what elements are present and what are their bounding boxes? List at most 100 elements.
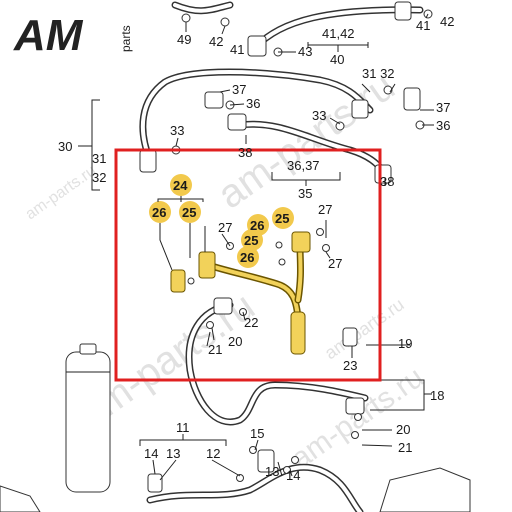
callout-26: 26: [240, 250, 254, 265]
bolt: [249, 446, 257, 454]
callout-31-32: 31 32: [362, 66, 395, 81]
callout-25: 25: [182, 205, 196, 220]
callout-26: 26: [250, 218, 264, 233]
callout-14: 14: [286, 468, 300, 483]
logo-letters: AM: [13, 11, 84, 60]
callout-41: 41: [416, 18, 430, 33]
engine-block-fragment: [0, 467, 471, 512]
upper-fittings: [139, 1, 433, 184]
callout-26: 26: [152, 205, 166, 220]
watermark-text: am-parts.ru: [321, 294, 408, 363]
hose-fitting: [213, 297, 233, 315]
callout-38: 38: [238, 145, 252, 160]
hose-fitting: [139, 149, 157, 173]
highlight-badges: [149, 174, 294, 271]
hose-fitting: [247, 35, 267, 57]
bolt: [335, 121, 345, 131]
callout-27: 27: [328, 256, 342, 271]
badge-25b: [272, 207, 294, 229]
badge-25c: [241, 229, 263, 251]
watermark-text: am-parts.ru: [23, 162, 100, 223]
badge-25a: [179, 201, 201, 223]
callout-labels: 49 42 41 43 41,42 40 41 42 37 36 31 32 3…: [58, 14, 454, 483]
callout-19: 19: [398, 336, 412, 351]
callout-18: 18: [430, 388, 444, 403]
am-parts-logo: AM parts: [13, 11, 133, 60]
callout-36-37: 36,37: [287, 158, 320, 173]
hose-fitting: [345, 397, 365, 415]
callout-31: 31: [92, 151, 106, 166]
badge-26a: [149, 201, 171, 223]
badge-26c: [237, 246, 259, 268]
callout-14: 14: [144, 446, 158, 461]
bolt: [181, 13, 191, 23]
receiver-drier-cap: [79, 343, 97, 355]
callout-13: 13: [166, 446, 180, 461]
leader-lines: [78, 13, 434, 481]
lower-hoses: [146, 301, 369, 512]
callout-43: 43: [298, 44, 312, 59]
logo-sub: parts: [119, 25, 133, 52]
pipe-flange: [291, 231, 311, 253]
callout-37: 37: [232, 82, 246, 97]
lower-fittings: [147, 297, 365, 493]
callout-20: 20: [396, 422, 410, 437]
badge-24: [170, 174, 192, 196]
bolt: [291, 456, 299, 464]
hose-fitting: [204, 91, 224, 109]
callout-37: 37: [436, 100, 450, 115]
hose-fitting: [394, 1, 412, 21]
callout-35: 35: [298, 186, 312, 201]
receiver-drier: [65, 343, 111, 493]
o-ring: [275, 241, 283, 249]
callout-33: 33: [312, 108, 326, 123]
callout-36: 36: [436, 118, 450, 133]
hose-fitting: [403, 87, 421, 111]
callout-15: 15: [250, 426, 264, 441]
o-ring: [278, 258, 286, 266]
callout-25: 25: [244, 233, 258, 248]
callout-13: 13: [265, 464, 279, 479]
bolt: [316, 228, 324, 236]
callout-27: 27: [318, 202, 332, 217]
hose-fitting: [351, 99, 369, 119]
highlighted-pipe-assembly: [170, 228, 330, 355]
callout-12: 12: [206, 446, 220, 461]
bolt: [220, 17, 230, 27]
highlight-frame: [114, 148, 382, 382]
bolt: [354, 413, 362, 421]
hose-fitting: [257, 449, 275, 473]
callout-40: 40: [330, 52, 344, 67]
callout-11: 11: [176, 420, 190, 435]
seal-bracket: [170, 269, 186, 293]
callout-25: 25: [275, 211, 289, 226]
pipe-flange: [198, 251, 216, 279]
bolt: [322, 244, 330, 252]
callout-21: 21: [398, 440, 412, 455]
callout-49: 49: [177, 32, 191, 47]
callout-30: 30: [58, 139, 72, 154]
callout-42: 42: [209, 34, 223, 49]
hose-fitting: [147, 473, 163, 493]
callout-38: 38: [380, 174, 394, 189]
callout-36: 36: [246, 96, 260, 111]
callout-24: 24: [173, 178, 188, 193]
hose-fitting: [227, 113, 247, 131]
callout-20: 20: [228, 334, 242, 349]
bolt: [206, 321, 214, 329]
receiver-drier-body: [65, 351, 111, 493]
callout-22: 22: [244, 315, 258, 330]
pressure-switch: [342, 327, 358, 347]
callout-41: 41: [230, 42, 244, 57]
bolt: [236, 474, 244, 482]
o-ring: [187, 277, 195, 285]
callout-41-42: 41,42: [322, 26, 355, 41]
callout-33: 33: [170, 123, 184, 138]
pipe-end-fitting: [290, 311, 306, 355]
callout-23: 23: [343, 358, 357, 373]
callout-21: 21: [208, 342, 222, 357]
bolt: [351, 431, 359, 439]
callout-42: 42: [440, 14, 454, 29]
callout-27: 27: [218, 220, 232, 235]
